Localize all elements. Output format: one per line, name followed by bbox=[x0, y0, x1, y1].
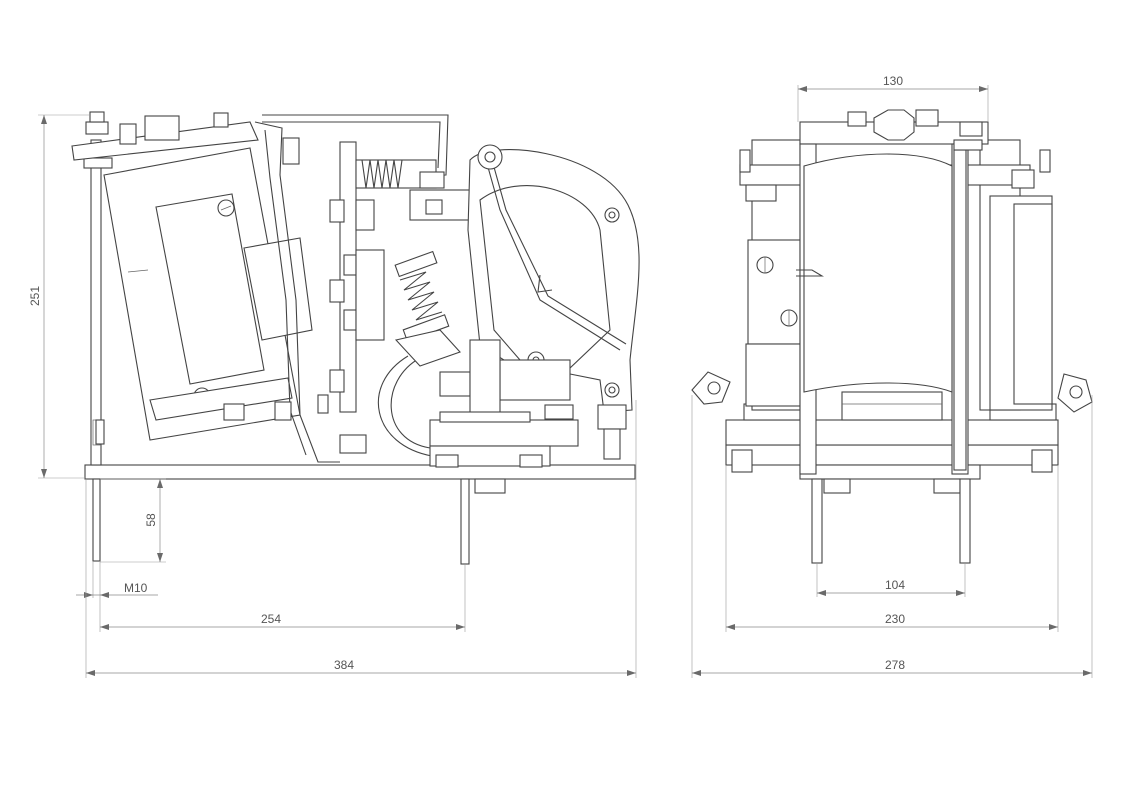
coil-label-plate bbox=[155, 193, 265, 385]
front-left-stud bbox=[811, 478, 823, 564]
pressure-spring bbox=[394, 250, 450, 342]
left-rod bbox=[90, 139, 102, 466]
top-nut bbox=[85, 121, 109, 135]
front-base-plate bbox=[725, 444, 1059, 466]
return-spring bbox=[355, 159, 445, 189]
front-view bbox=[691, 109, 1093, 564]
dim-width-overall: 278 bbox=[885, 658, 905, 672]
left-latch bbox=[691, 371, 731, 405]
left-stud bbox=[92, 478, 101, 562]
yoke-arm bbox=[254, 121, 340, 463]
dim-leg-length: 58 bbox=[144, 513, 158, 527]
dim-height-overall: 251 bbox=[28, 286, 42, 306]
base-plate bbox=[84, 464, 636, 480]
side-view bbox=[71, 111, 640, 565]
front-coil-body bbox=[803, 153, 953, 393]
lower-mount-block bbox=[429, 419, 579, 447]
coil-top-bracket bbox=[71, 121, 259, 161]
right-latch bbox=[1057, 373, 1093, 413]
dim-width-top: 130 bbox=[883, 74, 903, 88]
right-stud bbox=[460, 478, 470, 565]
dim-length-overall: 384 bbox=[334, 658, 354, 672]
dimensions: 251 58 M10 254 384 130 bbox=[28, 74, 1093, 678]
front-right-stud bbox=[959, 478, 971, 564]
dim-mount-spacing-front: 104 bbox=[885, 578, 905, 592]
dim-mount-spacing-side: 254 bbox=[261, 612, 281, 626]
dim-thread: M10 bbox=[124, 581, 148, 595]
dim-width-base: 230 bbox=[885, 612, 905, 626]
top-hex-nut bbox=[873, 109, 915, 141]
